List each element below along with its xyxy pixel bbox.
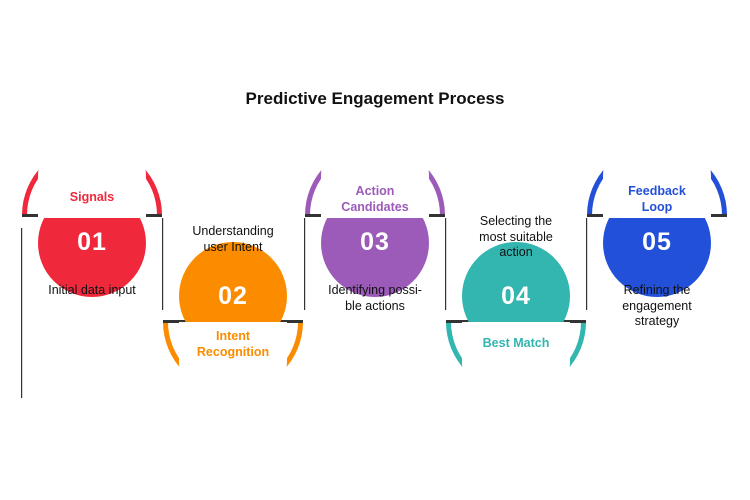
step-03-shape bbox=[305, 122, 445, 297]
step-05-shape bbox=[587, 122, 727, 297]
step-03-number: 03 bbox=[360, 228, 390, 256]
step-04-label-band bbox=[462, 322, 570, 362]
step-05-number: 05 bbox=[642, 228, 672, 256]
connector-line-3 bbox=[304, 218, 306, 310]
step-02-number: 02 bbox=[218, 282, 248, 310]
page-title: Predictive Engagement Process bbox=[245, 89, 505, 108]
step-05-label-cap bbox=[603, 122, 711, 176]
step-03-description: Identifying possi- ble actions bbox=[328, 283, 422, 313]
step-05-description: Refining the engagement strategy bbox=[622, 283, 692, 328]
step-01-title: Signals bbox=[69, 190, 115, 204]
step-05-label-band bbox=[603, 176, 711, 218]
step-02-shape bbox=[163, 242, 303, 416]
connector-line-4 bbox=[445, 218, 447, 310]
step-02-label-cap bbox=[179, 362, 287, 416]
step-03-title: Action Candidates bbox=[341, 184, 409, 214]
step-05-title: Feedback Loop bbox=[628, 184, 686, 214]
step-01-description: Initial data input bbox=[48, 283, 136, 297]
connector-line-2 bbox=[162, 218, 164, 310]
step-02-description: Understanding user Intent bbox=[192, 224, 274, 254]
step-04-title: Best Match bbox=[482, 336, 550, 350]
step-04-label-cap bbox=[462, 362, 570, 416]
step-01-shape bbox=[22, 122, 162, 297]
step-01-number: 01 bbox=[77, 228, 107, 256]
step-03-label-cap bbox=[321, 122, 429, 176]
step-04-description: Selecting the most suitable action bbox=[479, 214, 553, 259]
step-01-label-cap bbox=[38, 122, 146, 176]
step-01-label-band bbox=[38, 176, 146, 218]
step-02-title: Intent Recognition bbox=[196, 329, 270, 359]
connector-line-5 bbox=[586, 218, 588, 310]
step-04-number: 04 bbox=[501, 282, 531, 310]
step-04-shape bbox=[446, 242, 586, 416]
connector-line-1 bbox=[21, 228, 23, 398]
step-03-label-band bbox=[321, 176, 429, 218]
step-02-label-band bbox=[179, 322, 287, 362]
